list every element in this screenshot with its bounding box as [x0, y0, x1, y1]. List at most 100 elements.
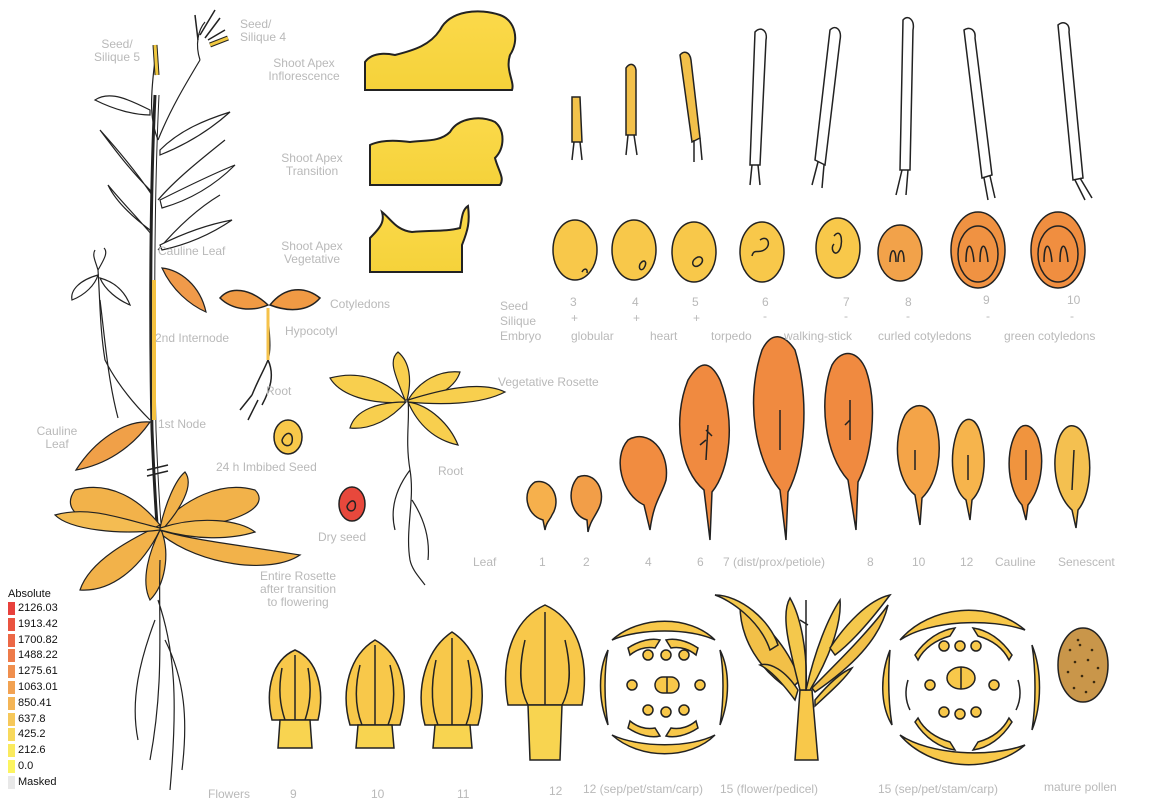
seed-number-3: 3 [570, 296, 577, 309]
legend-swatch [8, 634, 15, 647]
legend-value: 1913.42 [18, 618, 58, 631]
label-seed-silique-5: Seed/ Silique 5 [82, 38, 152, 64]
legend-value: 425.2 [18, 728, 46, 741]
silique-mark-10: - [1070, 310, 1074, 323]
seed-number-5: 5 [692, 296, 699, 309]
label-imbibed-seed: 24 h Imbibed Seed [216, 461, 317, 474]
flower-label-9: 9 [290, 788, 297, 801]
silique-mark-8: - [906, 310, 910, 323]
legend-value: 1488.22 [18, 649, 58, 662]
flower-label-10: 10 [371, 788, 384, 801]
vegetative-rosette [330, 352, 505, 585]
legend-swatch [8, 665, 15, 678]
label-first-node: 1st Node [158, 418, 206, 431]
leaf-8 [825, 354, 873, 530]
leaf-label-12: 12 [960, 556, 973, 569]
seed-number-6: 6 [762, 296, 769, 309]
label-root-rosette: Root [438, 465, 463, 478]
dry-seed [339, 487, 365, 521]
seed-row-label-seed: Seed [500, 300, 528, 313]
leaf-12 [952, 419, 984, 520]
seed-6 [740, 222, 784, 282]
flower-11 [421, 632, 482, 748]
seed-number-8: 8 [905, 296, 912, 309]
flower-label-15: 15 (flower/pedicel) [720, 783, 818, 796]
silique-4 [626, 64, 637, 155]
seed-7 [816, 218, 860, 278]
legend-value: 1275.61 [18, 665, 58, 678]
embryo-stage-green-cotyledons: green cotyledons [1004, 330, 1095, 343]
label-seed-silique-4: Seed/ Silique 4 [240, 18, 286, 44]
label-cotyledons: Cotyledons [330, 298, 390, 311]
seed-5 [672, 222, 716, 282]
silique-8 [896, 18, 913, 195]
legend-entry: 637.8 [6, 713, 76, 726]
seed-number-7: 7 [843, 296, 850, 309]
legend-entry: 425.2 [6, 728, 76, 741]
flower-series [269, 595, 1108, 765]
silique-9 [964, 28, 995, 200]
flower-label-12-parts: 12 (sep/pet/stam/carp) [583, 783, 703, 796]
leaf-label-10: 10 [912, 556, 925, 569]
leaf-2 [571, 476, 601, 532]
legend-value: 1700.82 [18, 634, 58, 647]
label-shoot-apex-vegetative: Shoot Apex Vegetative [266, 240, 358, 266]
legend-value: 212.6 [18, 744, 46, 757]
leaf-6 [680, 365, 730, 540]
leaf-label-1: 1 [539, 556, 546, 569]
shoot-apex-vegetative [370, 206, 469, 272]
shoot-apex-inflorescence [365, 11, 515, 90]
label-cauline-leaf-top: Cauline Leaf [158, 245, 225, 258]
leaf-label-7: 7 (dist/prox/petiole) [723, 556, 825, 569]
silique-7 [812, 28, 840, 188]
legend-swatch [8, 713, 15, 726]
silique-3 [572, 97, 582, 160]
legend-swatch [8, 776, 15, 789]
label-root-seedling: Root [266, 385, 291, 398]
label-hypocotyl: Hypocotyl [285, 325, 338, 338]
label-shoot-apex-inflorescence: Shoot Apex Inflorescence [254, 57, 354, 83]
leaf-label-4: 4 [645, 556, 652, 569]
embryo-stage-walking-stick: walking-stick [784, 330, 852, 343]
leaf-4 [620, 437, 666, 530]
legend-swatch [8, 649, 15, 662]
flower-12-parts [601, 621, 728, 754]
seed-3 [553, 220, 597, 280]
legend-entry: 1488.22 [6, 649, 76, 662]
legend-swatch [8, 697, 15, 710]
silique-mark-5: + [693, 312, 700, 325]
legend-entry: 212.6 [6, 744, 76, 757]
flower-10 [346, 640, 404, 748]
silique-mark-4: + [633, 312, 640, 325]
imbibed-seed [274, 420, 302, 454]
embryo-stage-curled-cotyledons: curled cotyledons [878, 330, 971, 343]
seed-9 [951, 212, 1005, 288]
leaf-label-2: 2 [583, 556, 590, 569]
silique-6 [750, 29, 766, 185]
leaf-label-senescent: Senescent [1058, 556, 1115, 569]
flower-label-mature-pollen: mature pollen [1044, 781, 1117, 794]
legend-swatch [8, 618, 15, 631]
label-entire-rosette: Entire Rosette after transition to flowe… [244, 570, 352, 609]
leaf-cauline [1009, 425, 1042, 520]
legend-entry: 1913.42 [6, 618, 76, 631]
label-second-internode: 2nd Internode [155, 332, 229, 345]
label-dry-seed: Dry seed [318, 531, 366, 544]
seed-4 [612, 220, 656, 280]
leaf-senescent [1055, 426, 1090, 528]
legend-entry: 1063.01 [6, 681, 76, 694]
seed-row-label-silique: Silique [500, 315, 536, 328]
mature-pollen [1058, 628, 1108, 702]
seed-10 [1031, 212, 1085, 288]
flower-label-11: 11 [457, 788, 469, 801]
leaf-series [527, 337, 1090, 540]
legend-value: 1063.01 [18, 681, 58, 694]
silique-10 [1058, 23, 1092, 200]
main-plant [55, 10, 300, 790]
legend-value: 637.8 [18, 713, 46, 726]
silique-mark-7: - [844, 310, 848, 323]
leaf-7 [754, 337, 804, 540]
legend-swatch [8, 681, 15, 694]
leaf-row-title: Leaf [473, 556, 496, 569]
